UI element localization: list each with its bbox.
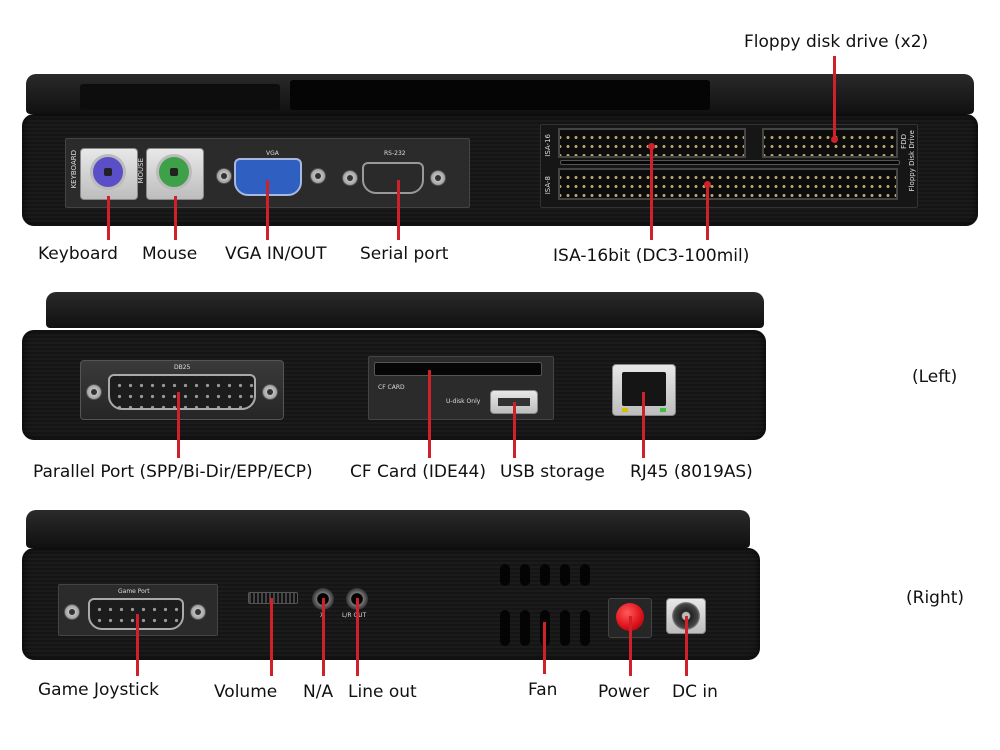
usb-label: USB storage	[500, 462, 605, 482]
lr-out-text: L/R OUT	[342, 612, 367, 619]
back-view-lid-edge	[80, 84, 280, 110]
floppy-vertical-text: Floppy Disk Drive	[908, 130, 916, 192]
parallel-label: Parallel Port (SPP/Bi-Dir/EPP/ECP)	[33, 462, 313, 482]
lineout-label: Line out	[348, 682, 417, 702]
left-view-lid	[46, 292, 764, 328]
fan-vent	[500, 610, 510, 646]
volume-callout-line	[270, 598, 273, 676]
cf-label: CF Card (IDE44)	[350, 462, 486, 482]
parallel-port	[108, 374, 256, 410]
rj45-led-left	[622, 408, 628, 412]
isa8-header	[558, 168, 898, 200]
keyboard-port-text: KEYBOARD	[70, 150, 78, 189]
cf-card-slot	[374, 362, 542, 376]
db25-text: DB25	[174, 364, 191, 371]
right-side-label: (Right)	[906, 588, 965, 608]
isa16-callout-line	[650, 146, 653, 240]
db25-screw-left-icon	[86, 384, 102, 400]
floppy-callout-line	[833, 56, 836, 140]
keyboard-label: Keyboard	[38, 244, 118, 264]
power-label: Power	[598, 682, 650, 702]
vga-label: VGA IN/OUT	[225, 244, 327, 264]
right-view-lid	[26, 510, 750, 548]
rs232-port-text: RS-232	[384, 150, 406, 157]
keyboard-port	[90, 154, 126, 190]
mouse-callout-line	[174, 196, 177, 240]
game-screw-left-icon	[64, 604, 80, 620]
volume-wheel[interactable]	[248, 592, 298, 604]
isa8-callout-line	[706, 184, 709, 240]
fan-vent	[560, 564, 570, 586]
db25-screw-right-icon	[262, 384, 278, 400]
back-view-lid-hinge	[290, 80, 710, 110]
floppy-callout-dot	[831, 136, 838, 143]
fan-callout-line	[543, 622, 546, 674]
mouse-port	[156, 154, 192, 190]
isa-card-edge-slot	[560, 160, 900, 165]
mouse-label: Mouse	[142, 244, 198, 264]
na-callout-line	[322, 598, 325, 676]
keyboard-callout-line	[107, 196, 110, 240]
fdd-header	[762, 128, 898, 158]
volume-label: Volume	[214, 682, 278, 702]
fan-vent	[520, 564, 530, 586]
dcin-callout-line	[685, 616, 688, 676]
vga-port-text: VGA	[266, 150, 279, 157]
fan-vent	[520, 610, 530, 646]
lineout-callout-line	[356, 598, 359, 676]
joystick-callout-line	[136, 614, 139, 676]
mouse-port-text: MOUSE	[137, 158, 145, 184]
cf-card-text: CF CARD	[378, 384, 405, 391]
isa8-text: ISA-8	[544, 176, 552, 195]
fan-vent	[580, 564, 590, 586]
floppy-label: Floppy disk drive (x2)	[744, 32, 929, 52]
fdd-text: FDD	[900, 134, 908, 149]
vga-callout-line	[266, 180, 269, 240]
rj45-led-right	[660, 408, 666, 412]
fan-vent	[540, 564, 550, 586]
fan-vent	[560, 610, 570, 646]
isa8-callout-dot	[704, 181, 711, 188]
isa16-callout-dot	[648, 143, 655, 150]
serial-label: Serial port	[360, 244, 449, 264]
serial-screw-right-icon	[430, 170, 446, 186]
rj45-label: RJ45 (8019AS)	[630, 462, 753, 482]
game-port-text: Game Port	[118, 588, 150, 595]
udisk-text: U-disk Only	[446, 398, 481, 405]
vga-screw-left-icon	[216, 168, 232, 184]
power-callout-line	[629, 616, 632, 676]
usb-callout-line	[513, 402, 516, 458]
fan-label: Fan	[528, 680, 558, 700]
fan-vent	[500, 564, 510, 586]
game-port	[88, 598, 184, 630]
joystick-label: Game Joystick	[38, 680, 159, 700]
fan-vent	[580, 610, 590, 646]
vga-screw-right-icon	[310, 168, 326, 184]
rj45-callout-line	[642, 392, 645, 458]
left-side-label: (Left)	[912, 367, 958, 387]
isa16-text: ISA-16	[544, 134, 552, 157]
serial-screw-left-icon	[342, 170, 358, 186]
serial-callout-line	[397, 180, 400, 240]
na-label: N/A	[303, 682, 334, 702]
isa-label: ISA-16bit (DC3-100mil)	[553, 246, 750, 266]
parallel-callout-line	[177, 392, 180, 458]
cf-callout-line	[428, 370, 431, 458]
game-screw-right-icon	[190, 604, 206, 620]
dcin-label: DC in	[672, 682, 718, 702]
serial-port	[362, 162, 424, 194]
